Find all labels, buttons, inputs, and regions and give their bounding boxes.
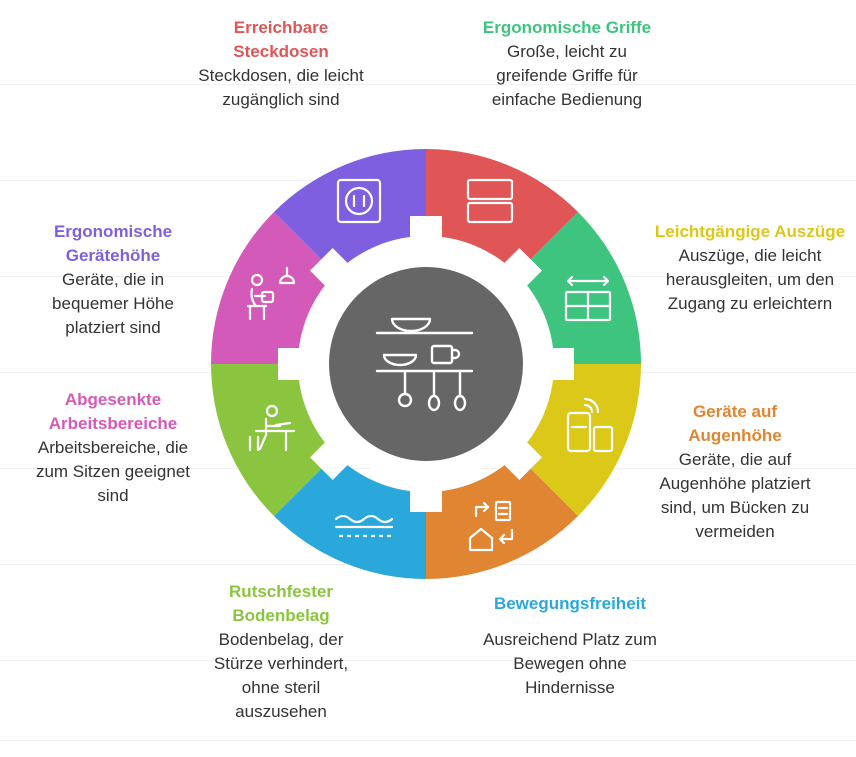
segment-bewegung [273, 454, 426, 579]
label-title: Abgesenkte Arbeitsbereiche [48, 390, 178, 433]
floor-icon [334, 514, 394, 538]
home-arrows-icon [468, 500, 514, 552]
label-description: Arbeitsbereiche, die zum Sitzen geeignet… [35, 438, 191, 505]
label-description: Steckdosen, die leicht zugänglich sind [198, 66, 364, 109]
segment-steckdosen [426, 149, 579, 274]
label-title: Rutschfester Bodenbelag [229, 582, 333, 625]
label-description: Große, leicht zu greifende Griffe für ei… [491, 42, 643, 109]
handles-icon [466, 178, 514, 224]
center-disc [329, 267, 523, 461]
person-at-desk-icon [248, 404, 296, 452]
segment-griffe [516, 211, 641, 364]
segment-bodenbelag [211, 364, 336, 517]
label-title: Leichtgängige Auszüge [654, 222, 846, 241]
label-description: Bodenbelag, der Stürze verhindert, ohne … [213, 630, 349, 721]
label-title: Erreichbare Steckdosen [233, 18, 329, 61]
segment-augenhoehe [426, 454, 579, 579]
label-description: Geräte, die auf Augenhöhe platziert sind… [659, 450, 811, 541]
label-description: Ausreichend Platz zum Bewegen ohne Hinde… [483, 630, 657, 697]
label-title: Bewegungsfreiheit [493, 594, 647, 613]
drawers-icon [564, 275, 612, 322]
devices-icon [566, 397, 614, 453]
label-description: Geräte, die in bequemer Höhe platziert s… [52, 270, 174, 337]
label-description: Auszüge, die leicht herausgleiten, um de… [665, 246, 835, 313]
segment-auszuege [516, 364, 641, 517]
person-at-counter-icon [246, 266, 296, 321]
kitchen-shelf-icon [375, 317, 474, 412]
ring-notch [534, 348, 574, 380]
power-outlet-icon [336, 178, 382, 224]
segment-arbeitsbereiche [211, 211, 336, 364]
label-title: Geräte auf Augenhöhe [688, 402, 782, 445]
label-title: Ergonomische Gerätehöhe [53, 222, 173, 265]
ring-notch [278, 348, 318, 380]
label-title: Ergonomische Griffe [482, 18, 652, 37]
